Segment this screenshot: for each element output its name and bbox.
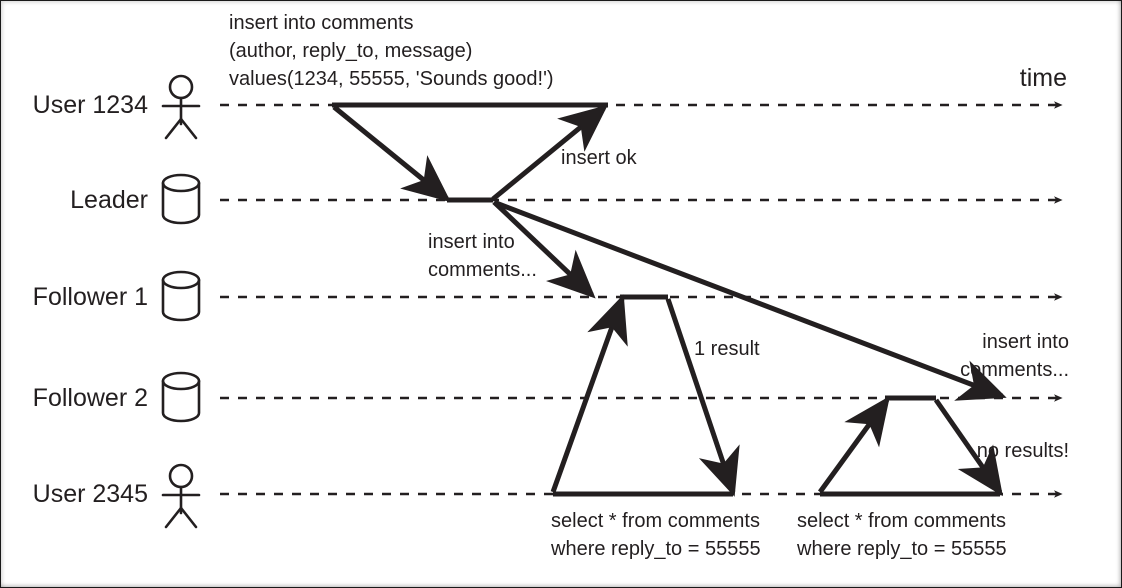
annotation-replicate-right-line2: comments... [960, 359, 1069, 381]
participant-label-follower1: Follower 1 [33, 283, 148, 311]
annotation-replicate-right-line1: insert into [982, 331, 1069, 353]
participant-label-user2345: User 2345 [33, 480, 148, 508]
message-arrow-select-follower1 [550, 294, 628, 493]
annotation-replicate-left-line2: comments... [428, 259, 537, 281]
annotation-select-left-line1: select * from comments [551, 510, 760, 532]
message-arrow-one-result [665, 298, 740, 497]
annotation-no-results: no results! [977, 440, 1069, 462]
annotation-insert-stmt-line1: insert into comments [229, 12, 414, 34]
participant-label-follower2: Follower 2 [33, 384, 148, 412]
participant-label-leader: Leader [70, 186, 148, 214]
participant-leader: Leader [70, 173, 1063, 225]
annotation-select-right-line2: where reply_to = 55555 [796, 538, 1007, 560]
time-axis-label: time [1020, 64, 1067, 92]
annotation-insert-stmt-line3: values(1234, 55555, 'Sounds good!') [229, 68, 554, 90]
annotation-replicate-left-line1: insert into [428, 231, 515, 253]
database-cylinder-icon [161, 173, 201, 225]
participant-user1234: User 1234 [33, 74, 1063, 140]
annotation-insert-stmt-line2: (author, reply_to, message) [229, 40, 472, 62]
message-arrow-no-results [933, 398, 1003, 497]
database-cylinder-icon [161, 270, 201, 322]
message-arrow-select-follower2 [817, 395, 890, 494]
participant-follower1: Follower 1 [33, 270, 1063, 322]
participant-label-user1234: User 1234 [33, 91, 148, 119]
participant-follower2: Follower 2 [33, 371, 1063, 423]
annotation-one-result: 1 result [694, 338, 760, 360]
message-arrow-insert-ok [491, 104, 608, 201]
message-arrow-insert-request [332, 105, 451, 203]
annotation-select-left-line2: where reply_to = 55555 [550, 538, 761, 560]
actor-stick-figure-icon [161, 74, 201, 140]
annotation-insert-ok: insert ok [561, 147, 638, 169]
message-arrow-replicate-follower2 [495, 200, 1007, 401]
database-cylinder-icon [161, 371, 201, 423]
annotation-select-right-line1: select * from comments [797, 510, 1006, 532]
message-arrow-replicate-follower1 [492, 200, 596, 299]
actor-stick-figure-icon [161, 463, 201, 529]
